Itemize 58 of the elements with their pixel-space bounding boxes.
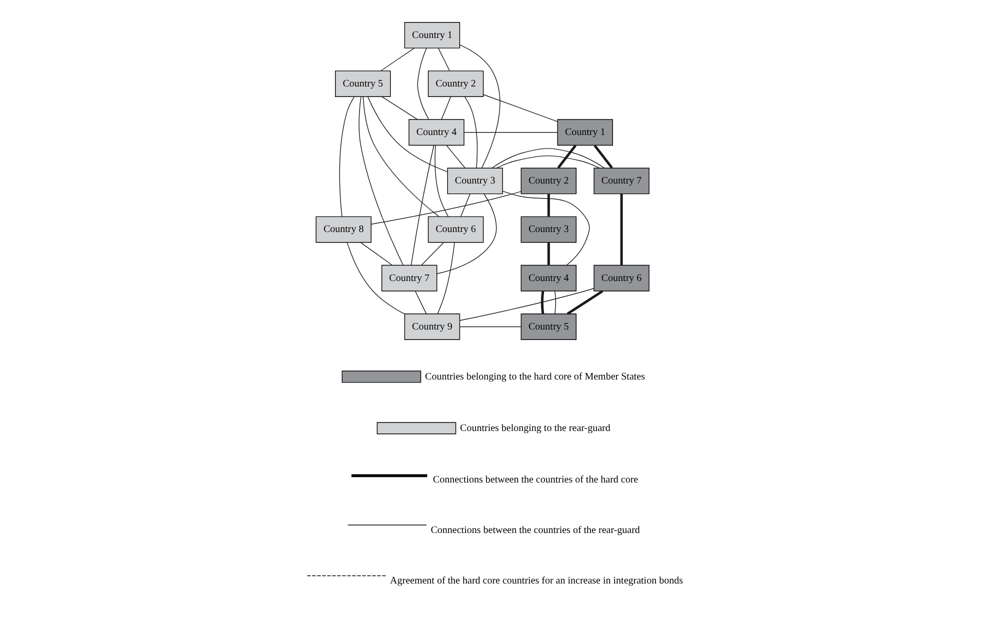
legend-label: Countries belonging to the hard core of Member States [424,371,644,382]
connector [358,96,404,266]
connector [370,191,521,225]
node-box: Country 7 [593,168,649,194]
connector [366,96,448,172]
connector [464,96,478,168]
connector [360,242,392,266]
node-box: Country 4 [408,119,464,146]
connector [346,242,404,314]
node-box: Country 6 [593,264,649,292]
connector [440,96,451,120]
connector [593,144,612,169]
node-box: Country 5 [334,70,390,97]
connector [410,144,434,266]
connector [554,290,556,314]
connector [381,96,418,120]
connector [380,48,414,72]
connector [566,290,603,315]
node-box: Country 7 [380,264,437,292]
node-box: Country 3 [520,216,576,243]
connector [458,288,594,321]
connector [496,155,600,168]
legend-label: Agreement of the hard core countries for an increase in integration bonds [390,576,682,587]
connector [446,145,465,168]
connector [460,194,470,217]
node-box: Country 3 [446,168,502,194]
connector [420,242,444,266]
node-box: Country 2 [520,168,576,194]
connector [540,291,544,314]
node-box: Country 2 [427,70,484,97]
connector [463,132,558,133]
connector [436,242,454,314]
legend-label: Connections between the countries of the hard core [432,474,638,486]
node-box: Country 4 [520,264,576,292]
connector [414,290,426,314]
connector [458,44,500,168]
node-box: Country 1 [404,22,460,48]
node-box: Country 5 [520,314,576,340]
connector [556,144,576,169]
connector [338,96,354,217]
connector [436,194,496,274]
connector [546,194,550,216]
connector [438,48,450,71]
connector [416,48,429,120]
connector [434,145,448,218]
node-box: Country 1 [556,119,612,146]
connector [620,194,622,266]
connector [362,96,439,217]
connector [502,190,590,266]
node-box: Country 6 [427,216,484,243]
legend-label: Countries belonging to the rear-guard [460,422,610,434]
connector [491,148,604,168]
connector [546,242,550,265]
node-box: Country 9 [404,314,460,340]
legend-label: Connections between the countries of the rear-guard [430,525,640,536]
connector [458,326,521,328]
node-box: Country 8 [315,216,371,243]
connector [482,94,558,122]
